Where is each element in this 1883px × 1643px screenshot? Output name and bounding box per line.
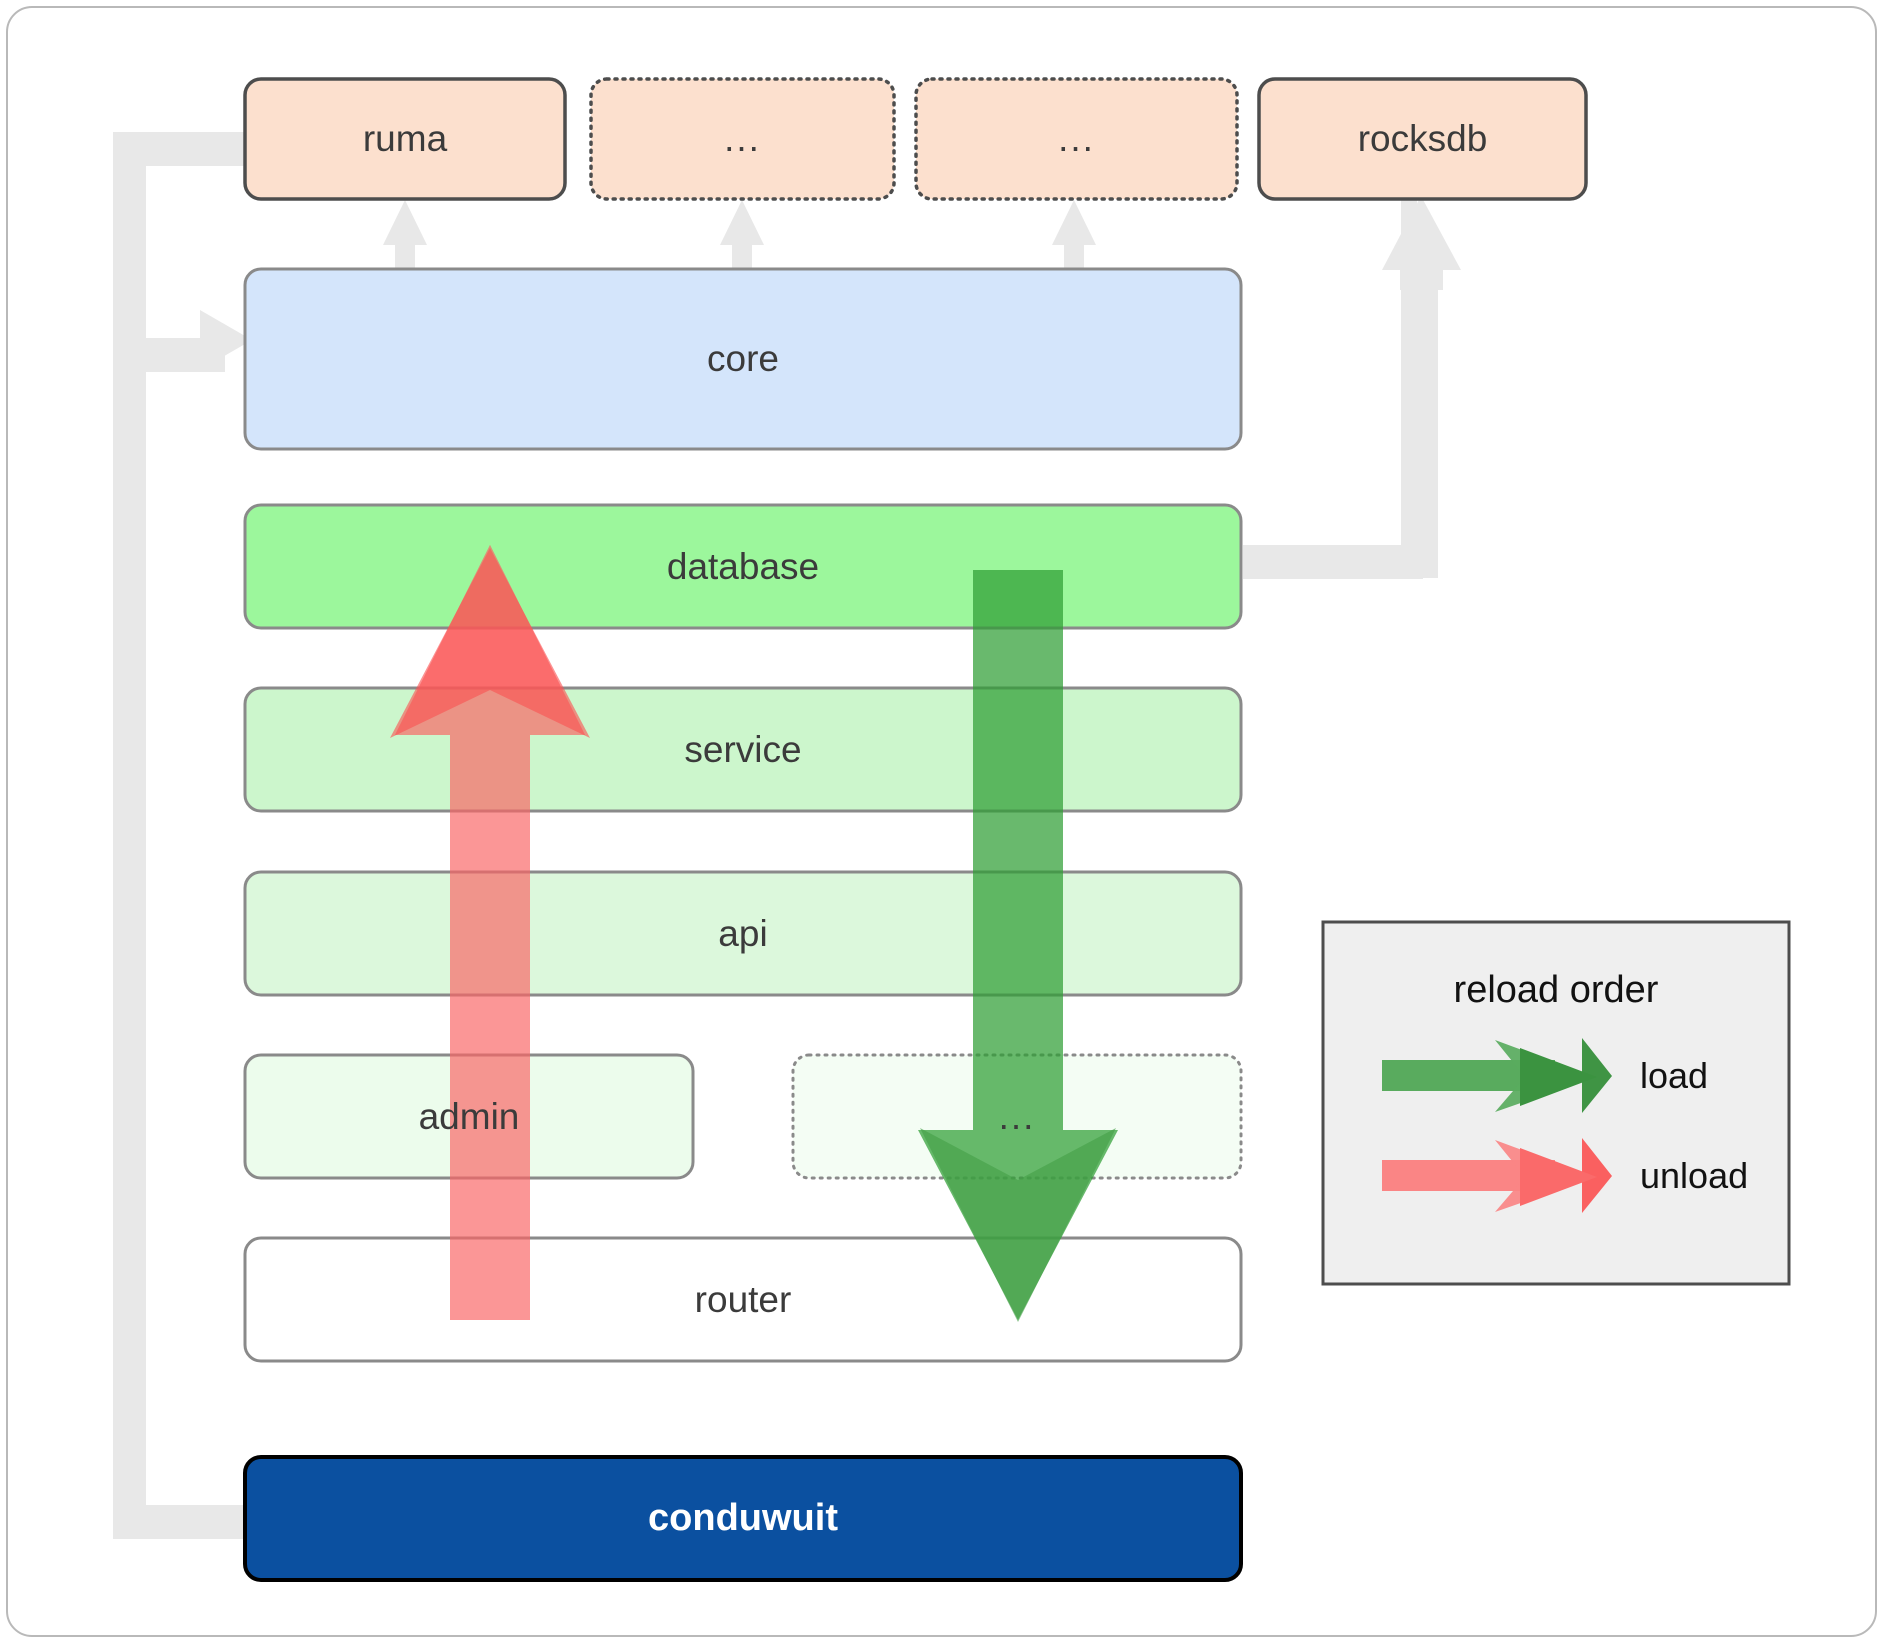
load-flow-arrow-head	[920, 1128, 1116, 1322]
arrow-core-to-dots-1	[720, 200, 764, 275]
dep-box-rocksdb[interactable]	[1257, 77, 1588, 201]
connector-core-to-deps	[383, 200, 1096, 275]
unload-flow-arrow-head	[390, 548, 590, 738]
legend-panel	[1321, 920, 1791, 1286]
binary-box-conduwuit[interactable]	[243, 1455, 1243, 1582]
dep-box-ruma[interactable]	[243, 77, 567, 201]
unload-flow-arrow	[395, 545, 585, 1320]
legend-unload-arrow-icon	[1382, 1138, 1612, 1213]
arrow-core-to-ruma	[383, 200, 427, 275]
arrow-core-to-dots-2	[1052, 200, 1096, 275]
dep-box-dots-2[interactable]	[914, 77, 1239, 201]
connector-database-to-rocksdb	[1243, 196, 1461, 579]
layer-box-core[interactable]	[243, 267, 1243, 451]
load-flow-arrow	[918, 570, 1118, 1320]
legend-load-arrow-icon	[1382, 1038, 1612, 1113]
dep-box-dots-1[interactable]	[589, 77, 896, 201]
